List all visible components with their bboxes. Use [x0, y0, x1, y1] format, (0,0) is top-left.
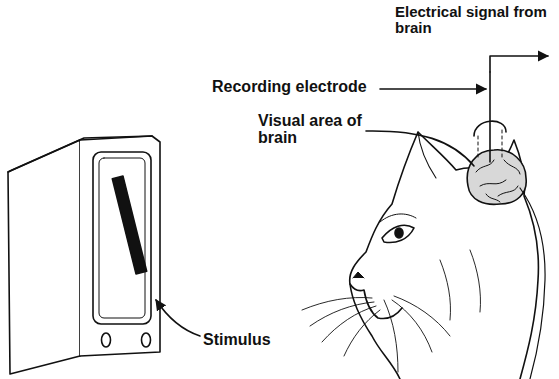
cat-eye	[382, 225, 414, 242]
recording-electrode	[489, 72, 491, 162]
leader-line	[380, 88, 486, 90]
monitor-screen	[93, 152, 151, 324]
signal-arrow	[490, 56, 548, 72]
electrode-holder	[478, 130, 502, 158]
cat-nose	[353, 272, 364, 278]
cat-brow	[380, 214, 416, 222]
leader-line	[156, 300, 200, 336]
cat-pupil	[395, 228, 403, 238]
monitor-front	[80, 136, 160, 356]
whiskers	[302, 296, 450, 372]
brain-folds	[476, 160, 520, 202]
knob	[102, 333, 111, 347]
leader-line	[366, 131, 474, 166]
electrode-holder	[474, 121, 506, 136]
monitor-side	[8, 140, 80, 374]
label-text: Recording electrode	[212, 79, 378, 96]
visual-area-brain	[467, 150, 526, 205]
label-text: Visual area of brain	[258, 113, 366, 147]
label-text: Electrical signal from brain	[395, 4, 555, 36]
electrode-cable	[520, 188, 545, 379]
fur-lines	[440, 250, 481, 320]
label-text: Stimulus	[203, 332, 293, 349]
knob	[142, 333, 151, 347]
bar-stimulus	[112, 176, 146, 274]
